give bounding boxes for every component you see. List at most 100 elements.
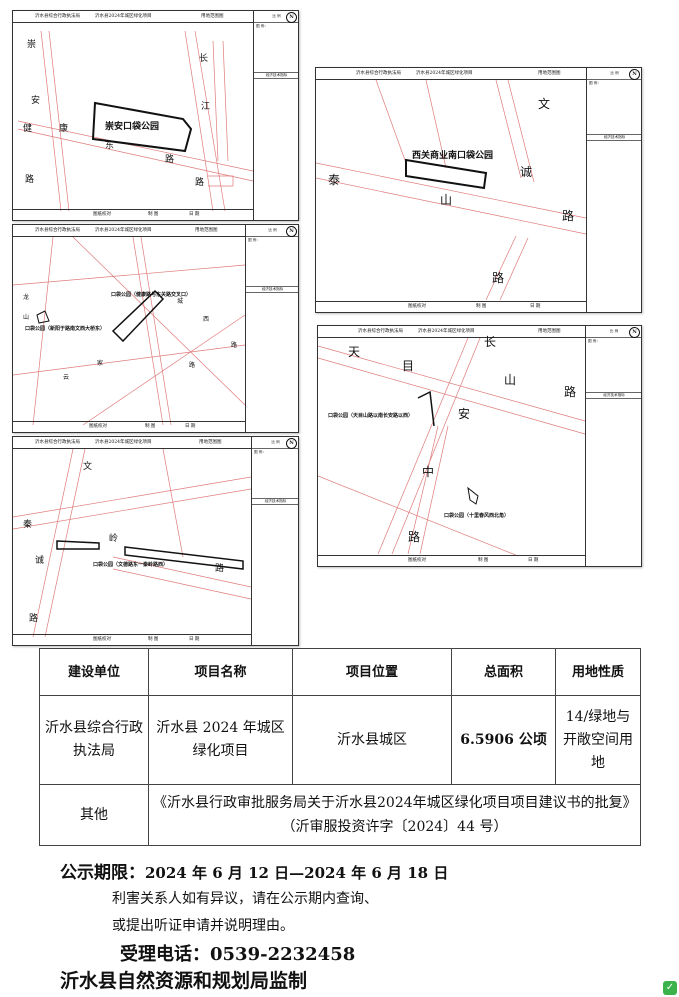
legend-title: 图 例： bbox=[589, 81, 601, 85]
road-char: 天 bbox=[348, 345, 361, 359]
phone-label: 受理电话： bbox=[120, 944, 210, 965]
map-drawing-3 bbox=[13, 236, 245, 426]
north-arrow-icon: N bbox=[286, 438, 297, 449]
header-right: 沂水县2024年城区绿化项目 bbox=[95, 228, 152, 233]
legend-title: 图 例： bbox=[588, 339, 600, 343]
notice-line-2: 或提出听证申请并说明理由。 bbox=[112, 918, 294, 934]
road-char: 云 bbox=[63, 374, 70, 381]
road-char: 路 bbox=[564, 385, 577, 399]
legend-title: 图 例： bbox=[254, 450, 266, 454]
road-char: 山 bbox=[504, 373, 517, 387]
sheet-header: 沂水县综合行政执法局 沂水县2024年城区绿化项目 用地范围图 bbox=[318, 326, 585, 338]
header-left: 沂水县综合行政执法局 bbox=[358, 329, 403, 334]
road-char: 东 bbox=[105, 141, 115, 151]
road-char: 岭 bbox=[109, 534, 119, 544]
road-char: 安 bbox=[31, 96, 41, 106]
header-left: 沂水县综合行政执法局 bbox=[356, 71, 401, 76]
scale-label: 比 例 bbox=[271, 440, 280, 444]
table-header-row: 建设单位 项目名称 项目位置 总面积 用地性质 bbox=[39, 648, 641, 696]
park-label-2: 口袋公园（十里春风西北角） bbox=[444, 513, 510, 519]
footer-check: 图纸校对 bbox=[408, 558, 426, 563]
header-right: 沂水县2024年城区绿化项目 bbox=[418, 329, 475, 334]
approval-title: 《沂水县行政审批服务局关于沂水县2024年城区绿化项目项目建议书的批复》 bbox=[153, 795, 637, 811]
road-char: 路 bbox=[189, 362, 196, 369]
park-label: 口袋公园（文德路东一秦岭路西） bbox=[93, 562, 169, 568]
tech-title: 经济技术指标 bbox=[252, 499, 298, 505]
project-info-table: 建设单位 项目名称 项目位置 总面积 用地性质 沂水县综合行政执法局 沂水县 2… bbox=[39, 648, 641, 846]
map-sheet-3: 沂水县综合行政执法局 沂水县2024年城区绿化项目 用地范围图 口袋公园（健康路… bbox=[12, 224, 299, 433]
header-land-use: 用地性质 bbox=[555, 648, 641, 696]
sheet-footer: 图纸校对 制 图 日 期 bbox=[13, 421, 245, 432]
map-drawing-4 bbox=[318, 337, 585, 557]
legend-panel: 比 例 N 图 例： 经济技术指标 bbox=[251, 437, 298, 645]
north-arrow-icon: N bbox=[629, 69, 640, 80]
road-char: 文 bbox=[83, 462, 93, 472]
road-char: 中 bbox=[422, 465, 435, 479]
road-char: 路 bbox=[408, 530, 421, 544]
footer-date: 日 期 bbox=[185, 424, 196, 429]
road-char: 山 bbox=[23, 314, 30, 321]
map-sheet-5: 沂水县综合行政执法局 沂水县2024年城区绿化项目 用地范围图 口袋公园（文德路… bbox=[12, 436, 299, 646]
table-other-row: 其他 《沂水县行政审批服务局关于沂水县2024年城区绿化项目项目建议书的批复》 … bbox=[39, 784, 641, 846]
header-center: 用地范围图 bbox=[199, 440, 222, 445]
period-value: 2024 年 6 月 12 日—2024 年 6 月 18 日 bbox=[145, 864, 449, 882]
footer-draw: 制 图 bbox=[476, 304, 487, 309]
tech-title: 经济技术指标 bbox=[587, 135, 641, 141]
cell-area: 6.5906 公顷 bbox=[451, 695, 556, 785]
header-center: 用地范围图 bbox=[195, 228, 218, 233]
header-left: 沂水县综合行政执法局 bbox=[35, 440, 80, 445]
north-arrow-icon: N bbox=[286, 226, 297, 237]
road-char: 城 bbox=[177, 298, 184, 305]
map-sheet-2: 沂水县综合行政执法局 沂水县2024年城区绿化项目 用地范围图 西关商业南口袋公… bbox=[315, 67, 642, 313]
legend-title: 图 例： bbox=[256, 24, 268, 28]
road-char: 山 bbox=[440, 193, 453, 207]
legend-title: 图 例： bbox=[248, 238, 260, 242]
cell-unit: 沂水县综合行政执法局 bbox=[39, 695, 149, 785]
scale-label: 比 例 bbox=[268, 228, 277, 232]
footer-check: 图纸校对 bbox=[93, 637, 111, 642]
header-left: 沂水县综合行政执法局 bbox=[35, 228, 80, 233]
sheet-header: 沂水县综合行政执法局 沂水县2024年城区绿化项目 用地范围图 bbox=[316, 68, 586, 80]
header-center: 用地范围图 bbox=[538, 329, 561, 334]
footer-check: 图纸校对 bbox=[89, 424, 107, 429]
road-char: 家 bbox=[97, 360, 104, 367]
sheet-header: 沂水县综合行政执法局 沂水县2024年城区绿化项目 用地范围图 bbox=[13, 225, 245, 237]
park-label-2: 口袋公园（新阳于路南文西大桥东） bbox=[25, 326, 106, 332]
road-char: 龙 bbox=[23, 294, 30, 301]
road-char: 江 bbox=[201, 102, 211, 112]
approval-number: （沂审服投资许字〔2024〕44 号） bbox=[281, 819, 508, 835]
park-label: 崇安口袋公园 bbox=[105, 122, 160, 132]
road-char: 安 bbox=[458, 407, 471, 421]
footer-draw: 制 图 bbox=[148, 212, 159, 217]
north-arrow-icon: N bbox=[629, 327, 640, 338]
sheet-header: 沂水县综合行政执法局 沂水县2024年城区绿化项目 用地范围图 bbox=[13, 11, 253, 23]
sheet-header: 沂水县综合行政执法局 沂水县2024年城区绿化项目 用地范围图 bbox=[13, 437, 251, 449]
legend-panel: 比 例 N 图 例： 经济技术指标 bbox=[253, 11, 298, 220]
header-left: 沂水县综合行政执法局 bbox=[35, 14, 80, 19]
phone-value: 0539-2232458 bbox=[210, 944, 356, 965]
notice-supervisor: 沂水县自然资源和规划局监制 bbox=[60, 970, 308, 992]
header-project: 项目名称 bbox=[148, 648, 293, 696]
cell-other-value: 《沂水县行政审批服务局关于沂水县2024年城区绿化项目项目建议书的批复》 （沂审… bbox=[148, 784, 641, 846]
road-char: 康 bbox=[59, 124, 69, 134]
road-char: 路 bbox=[215, 564, 225, 574]
scale-label: 比 例 bbox=[610, 71, 619, 75]
footer-draw: 制 图 bbox=[478, 558, 489, 563]
cell-other-label: 其他 bbox=[39, 784, 149, 846]
road-char: 路 bbox=[29, 614, 39, 624]
footer-date: 日 期 bbox=[189, 212, 200, 217]
road-char: 秦 bbox=[23, 520, 33, 530]
legend-panel: 比 例 N 图 例： 经济技术指标 bbox=[586, 68, 641, 312]
road-char: 路 bbox=[25, 175, 35, 185]
header-unit: 建设单位 bbox=[39, 648, 149, 696]
map-drawing-2 bbox=[316, 79, 586, 301]
road-char: 西 bbox=[203, 316, 210, 323]
tech-title: 经济技术指标 bbox=[254, 73, 298, 79]
leaf-badge-icon: ✓ bbox=[663, 981, 677, 995]
park-label: 口袋公园（健康路与东关路交叉口） bbox=[111, 292, 192, 298]
tech-title: 经济技术指标 bbox=[586, 393, 641, 399]
header-location: 项目位置 bbox=[292, 648, 452, 696]
road-char: 路 bbox=[165, 155, 175, 165]
map-sheet-1: 沂水县综合行政执法局 沂水县2024年城区绿化项目 用地范围图 崇 安 健 路 … bbox=[12, 10, 299, 221]
road-char: 诚 bbox=[35, 556, 45, 566]
